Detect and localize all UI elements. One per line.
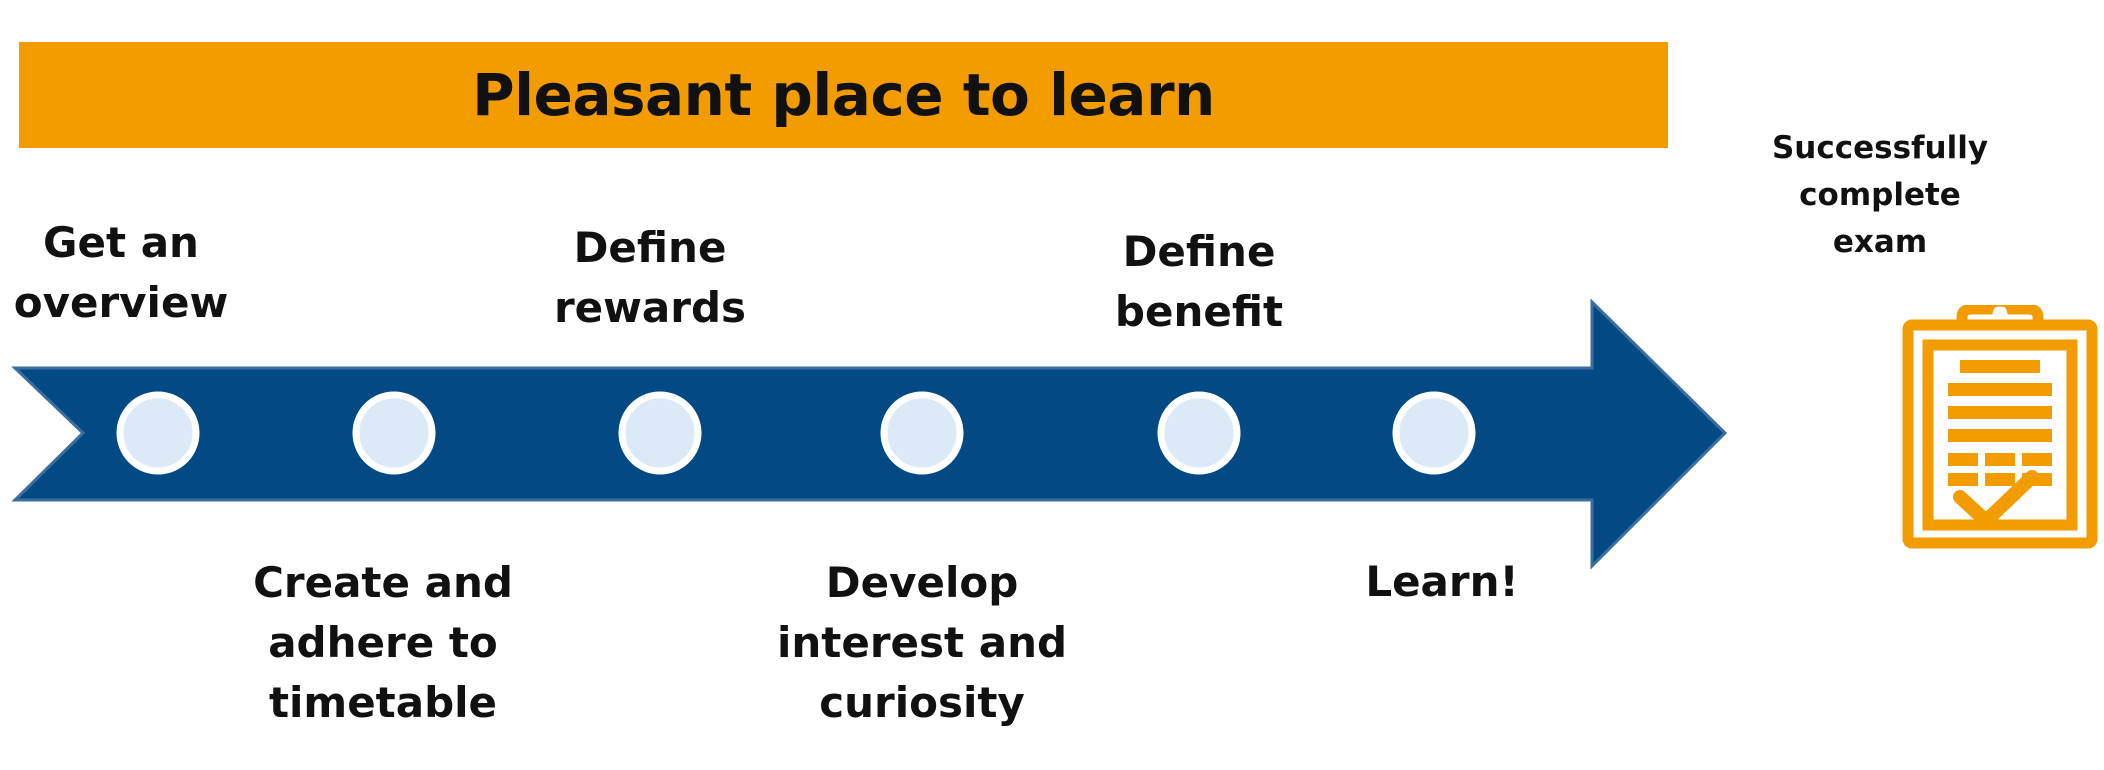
step-node-2	[352, 391, 436, 475]
banner: Pleasant place to learn	[19, 42, 1668, 148]
step-label-define-benefit: Define benefit	[1114, 227, 1284, 336]
arrow-shape	[11, 298, 1728, 570]
step-nodes	[116, 391, 1476, 475]
step-label-develop-interest: Develop interest and curiosity	[776, 558, 1068, 727]
clipboard-check-icon	[1902, 305, 2098, 549]
step-node-4	[880, 391, 964, 475]
step-label-define-rewards: Define rewards	[553, 223, 747, 332]
banner-title: Pleasant place to learn	[472, 61, 1215, 129]
step-label-get-overview: Get an overview	[13, 218, 229, 327]
goal-label: Successfully complete exam	[1771, 130, 1989, 260]
step-label-learn: Learn!	[1365, 557, 1519, 606]
step-node-3	[618, 391, 702, 475]
step-label-create-timetable: Create and adhere to timetable	[253, 558, 513, 727]
step-node-1	[116, 391, 200, 475]
step-node-6	[1392, 391, 1476, 475]
step-node-5	[1157, 391, 1241, 475]
